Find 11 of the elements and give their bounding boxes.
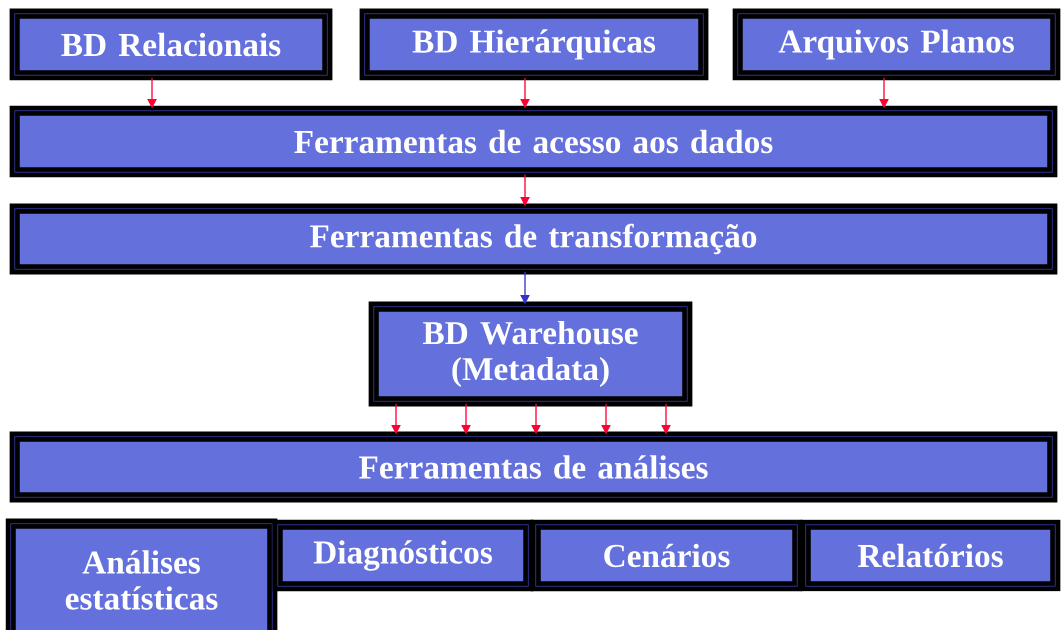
process-box: Análises estatísticas [5, 518, 278, 630]
process-box: BD Relacionais [9, 8, 333, 81]
process-box: Cenários [530, 519, 803, 592]
process-box: Ferramentas de transformação [9, 203, 1058, 275]
process-box: BD Warehouse (Metadata) [368, 301, 693, 407]
process-box: Relatórios [800, 519, 1061, 592]
process-box: Ferramentas de análises [9, 431, 1058, 503]
process-box: Diagnósticos [272, 519, 534, 592]
process-box: BD Hierárquicas [359, 8, 709, 81]
process-box: Ferramentas de acesso aos dados [9, 105, 1058, 178]
process-box: Arquivos Planos [732, 8, 1061, 81]
